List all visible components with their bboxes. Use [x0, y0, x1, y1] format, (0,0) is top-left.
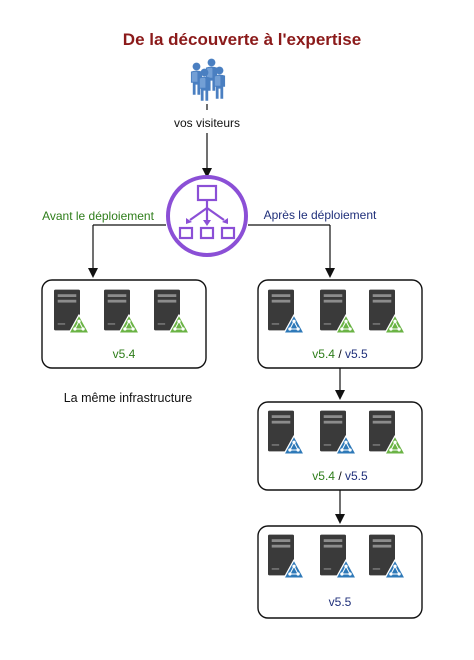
diagram-title: De la découverte à l'expertise: [123, 30, 361, 49]
version-separator: /: [335, 469, 345, 483]
version-label: v5.4 / v5.5: [312, 469, 368, 483]
stage-2-box: v5.4 / v5.5: [257, 401, 423, 491]
version-label: v5.5: [329, 595, 352, 609]
before-deployment-label: Avant le déploiement: [42, 209, 155, 223]
stage-3-box: v5.5: [257, 525, 423, 619]
new-version: v5.5: [345, 347, 368, 361]
stage-1-box: v5.4 / v5.5: [257, 279, 423, 369]
server-group: [54, 289, 190, 334]
same-infrastructure-note: La même infrastructure: [64, 391, 193, 405]
old-version: v5.4: [312, 347, 335, 361]
version-label: v5.4 / v5.5: [312, 347, 368, 361]
after-deployment-label: Après le déploiement: [264, 208, 377, 222]
users-group-icon: [190, 58, 226, 101]
version-label: v5.4: [113, 347, 136, 361]
new-version: v5.5: [345, 469, 368, 483]
old-version: v5.4: [312, 469, 335, 483]
load-balancer-icon: [166, 175, 248, 257]
left-infrastructure-box: v5.4: [41, 279, 207, 369]
visitors-label: vos visiteurs: [174, 116, 240, 130]
version-separator: /: [335, 347, 345, 361]
